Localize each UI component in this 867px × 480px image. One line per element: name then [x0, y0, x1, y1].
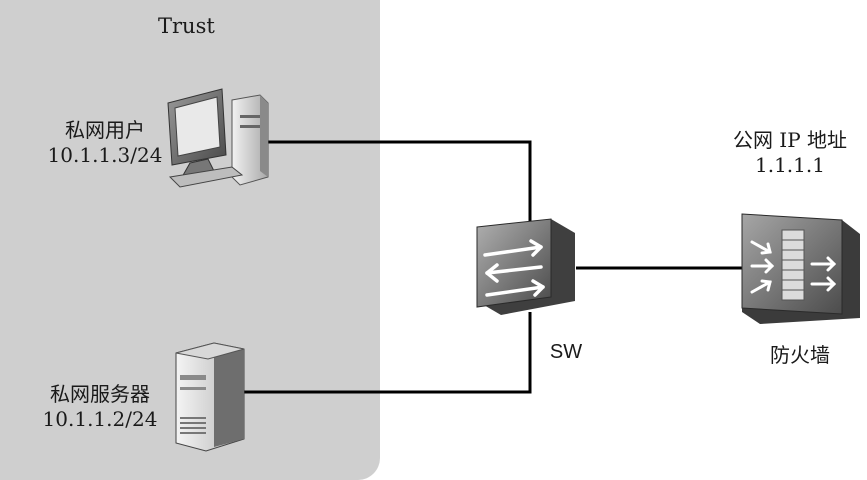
tower-server-icon[interactable] — [170, 335, 250, 455]
firewall-icon[interactable] — [738, 208, 863, 330]
firewall-label: 防火墙 — [770, 343, 830, 367]
server-name: 私网服务器 — [50, 382, 150, 406]
server-ip: 10.1.1.2/24 — [42, 407, 158, 431]
user-label: 私网用户 10.1.1.3/24 — [30, 118, 180, 168]
link-server-switch — [238, 312, 532, 394]
firewall-public-label: 公网 IP 地址 1.1.1.1 — [710, 128, 867, 178]
user-name: 私网用户 — [65, 118, 145, 142]
link-user-switch — [262, 140, 532, 228]
trust-zone-title: Trust — [158, 14, 215, 38]
switch-label: SW — [549, 341, 583, 363]
user-ip: 10.1.1.3/24 — [47, 143, 163, 167]
public-ip: 1.1.1.1 — [755, 153, 825, 177]
desktop-computer-icon[interactable] — [160, 85, 270, 195]
server-label: 私网服务器 10.1.1.2/24 — [20, 382, 180, 432]
public-ip-label: 公网 IP 地址 — [732, 128, 848, 152]
network-switch-icon[interactable] — [473, 215, 578, 320]
